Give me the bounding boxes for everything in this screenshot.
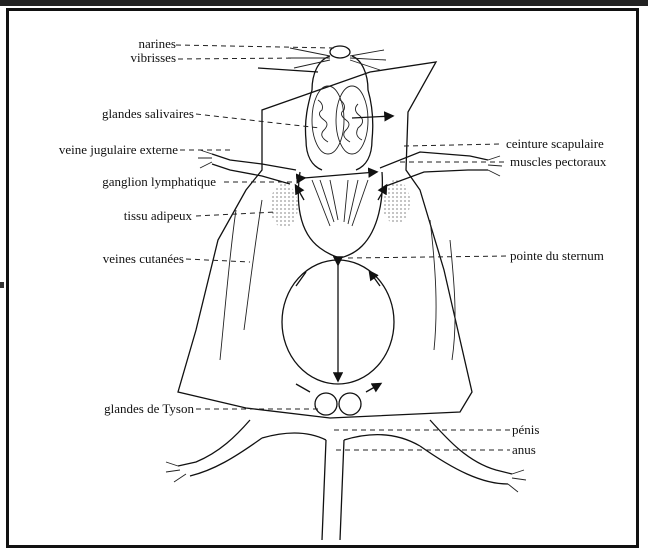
label-penis: pénis	[512, 422, 539, 437]
label-veines-cutanees: veines cutanées	[103, 251, 184, 266]
forepaw-right	[488, 156, 502, 176]
label-ganglion: ganglion lymphatique	[102, 174, 216, 189]
skin-flap-outline	[178, 62, 472, 418]
arrow-scapular	[304, 172, 376, 178]
label-glandes-tyson: glandes de Tyson	[104, 401, 194, 416]
salivary-texture	[318, 100, 363, 142]
label-tissu-adipeux: tissu adipeux	[124, 208, 193, 223]
label-glandes-salivaires: glandes salivaires	[102, 106, 194, 121]
tail	[322, 440, 344, 540]
label-ceinture-scapulaire: ceinture scapulaire	[506, 136, 604, 151]
arrow-upper-left	[296, 186, 304, 200]
head-outline	[305, 56, 372, 170]
label-muscles-pectoraux: muscles pectoraux	[510, 154, 607, 169]
vibrissae-right	[350, 50, 386, 70]
thorax-outline	[298, 172, 382, 258]
tyson-gland-left	[315, 393, 337, 415]
label-anus: anus	[512, 442, 536, 457]
adipose-left	[270, 184, 298, 228]
label-pointe-sternum: pointe du sternum	[510, 248, 604, 263]
salivary-gland-left	[312, 86, 344, 154]
pectoral-fibers	[312, 180, 368, 226]
tyson-gland-right	[339, 393, 361, 415]
salivary-gland-right	[336, 86, 368, 154]
lower-arrows	[296, 384, 380, 392]
hindlimb-left	[178, 420, 262, 476]
lower-body	[262, 433, 420, 446]
forepaw-left	[198, 150, 212, 168]
label-veine-jugulaire: veine jugulaire externe	[59, 142, 178, 157]
vibrissae-left	[288, 48, 330, 68]
label-vibrisses: vibrisses	[131, 50, 177, 65]
label-narines: narines	[138, 36, 176, 51]
